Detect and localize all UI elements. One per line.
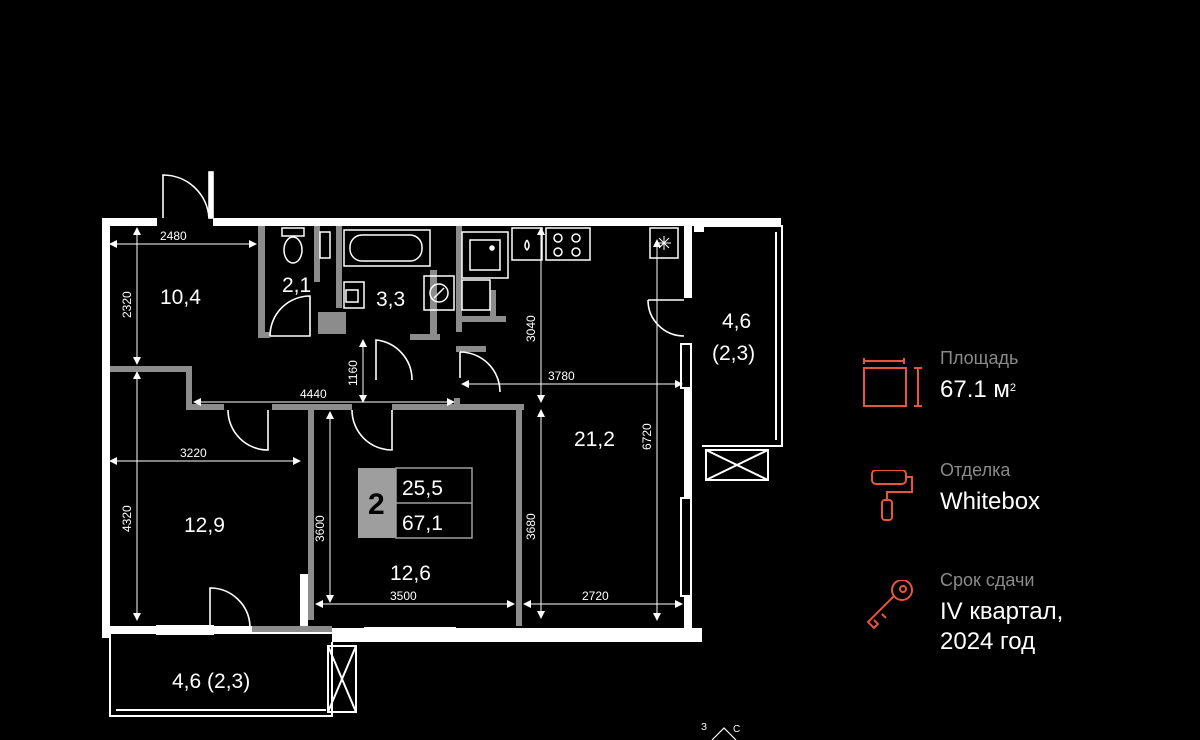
- info-finish: Отделка Whitebox: [862, 460, 1182, 550]
- compass-arrow-icon: [711, 727, 737, 740]
- compass: З С: [701, 722, 740, 740]
- delivery-value-line1: IV квартал,: [940, 598, 1064, 625]
- dim-2480: 2480: [160, 229, 187, 243]
- dim-6720: 6720: [640, 423, 654, 450]
- finish-label: Отделка: [940, 460, 1011, 480]
- room-area-bedroom-left: 12,9: [184, 514, 225, 537]
- delivery-value-line2: 2024 год: [940, 628, 1036, 655]
- room-area-balcony-bottom: 4,6 (2,3): [172, 670, 250, 693]
- dim-3040: 3040: [524, 315, 538, 342]
- interior-walls: [110, 226, 524, 632]
- dim-4320: 4320: [120, 505, 134, 532]
- living-area-value: 25,5: [402, 477, 443, 500]
- info-area: Площадь 67.1 м2: [862, 348, 1182, 438]
- doors: [162, 171, 685, 627]
- compass-west-label: З: [701, 722, 707, 733]
- area-badge: 2 25,5 67,1: [358, 467, 473, 539]
- room-area-kitchen-living: 21,2: [574, 428, 615, 451]
- dim-3600: 3600: [313, 515, 327, 542]
- area-value: 67.1 м2: [940, 376, 1017, 403]
- apartment-room-count: 2: [368, 488, 385, 521]
- area-icon: [863, 358, 922, 407]
- room-area-balcony-right: 4,6: [722, 310, 751, 333]
- key-icon: [866, 580, 913, 630]
- dim-3220: 3220: [180, 446, 207, 460]
- dim-2720: 2720: [582, 589, 609, 603]
- paint-roller-icon: [871, 470, 913, 521]
- dim-3680: 3680: [524, 513, 538, 540]
- exterior-walls: [102, 218, 781, 642]
- room-area-balcony-right-reduced: (2,3): [712, 342, 755, 365]
- dim-3780: 3780: [548, 369, 575, 383]
- finish-value: Whitebox: [940, 488, 1041, 515]
- area-label: Площадь: [940, 348, 1019, 368]
- info-delivery: Срок сдачи IV квартал, 2024 год: [862, 570, 1182, 660]
- compass-north-label: С: [733, 724, 740, 735]
- room-area-bathroom: 3,3: [376, 288, 405, 311]
- fixtures: [281, 227, 679, 311]
- dim-2320: 2320: [120, 291, 134, 318]
- dim-3500: 3500: [390, 589, 417, 603]
- dim-1160: 1160: [346, 360, 360, 386]
- room-area-bedroom-top: 10,4: [160, 286, 201, 309]
- dim-4440: 4440: [300, 387, 327, 401]
- balcony-bottom: [109, 634, 357, 717]
- room-area-bedroom-center: 12,6: [390, 562, 431, 585]
- room-area-wc: 2,1: [282, 274, 311, 297]
- windows: [156, 343, 692, 639]
- balcony-right: [698, 225, 783, 481]
- dimension-lines: [109, 227, 683, 621]
- total-area-value: 67,1: [402, 512, 443, 535]
- delivery-value: IV квартал, 2024 год: [940, 597, 1063, 657]
- delivery-label: Срок сдачи: [940, 570, 1035, 590]
